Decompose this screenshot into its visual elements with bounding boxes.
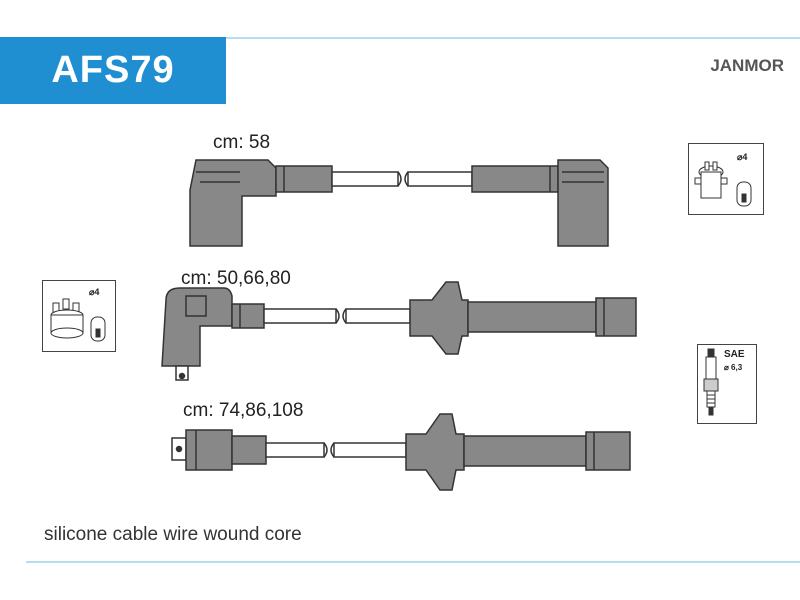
cable-2-left-wire	[263, 308, 337, 324]
spark-plug-diameter-label: ⌀ 6,3	[724, 363, 743, 372]
footer-divider	[26, 561, 800, 563]
cable-1	[189, 159, 609, 247]
part-code: AFS79	[51, 49, 175, 91]
cable-1-left-sleeve	[275, 165, 333, 193]
cable-1-right-wire	[407, 171, 473, 187]
cable-3-left-sleeve	[231, 435, 267, 465]
cable-3-right-cap	[585, 431, 631, 471]
cable-2-right-sleeve	[467, 301, 597, 333]
cable-1-right-boot	[557, 159, 609, 247]
part-code-badge: AFS79	[0, 37, 226, 104]
cable-2-right-cap	[595, 297, 637, 337]
cable-3-right-sleeve	[463, 435, 587, 467]
cable-3	[171, 413, 631, 491]
cable-1-right-sleeve	[471, 165, 559, 193]
cable-2-length-label: cm: 50,66,80	[181, 268, 291, 289]
spark-plug-standard-label: SAE	[724, 349, 745, 360]
header-divider	[226, 37, 800, 39]
cable-2-mid-wire	[345, 308, 411, 324]
cable-2-flanged-boot	[409, 281, 469, 355]
cable-1-left-boot	[189, 159, 277, 247]
spark-plug-icon-box: SAE ⌀ 6,3	[697, 344, 757, 424]
cable-2-left-sleeve	[231, 303, 265, 329]
cable-description: silicone cable wire wound core	[44, 524, 302, 545]
coil-connector-icon-box: ⌀4	[688, 143, 764, 215]
cable-2	[161, 281, 637, 381]
brand-name: JANMOR	[710, 56, 784, 75]
cable-3-left-wire	[265, 442, 325, 458]
cable-3-straight-boot	[185, 429, 233, 471]
coil-diameter-label: ⌀4	[737, 152, 748, 162]
cable-3-mid-wire	[333, 442, 407, 458]
cable-1-left-wire	[331, 171, 399, 187]
distributor-icon	[50, 298, 106, 342]
coil-icon	[694, 161, 752, 207]
spark-plug-icon	[703, 348, 719, 416]
cable-1-length-label: cm: 58	[213, 132, 271, 153]
distributor-icon-box: ⌀4	[42, 280, 116, 352]
cable-3-length-label: cm: 74,86,108	[183, 400, 304, 421]
distributor-diameter-label: ⌀4	[89, 287, 100, 297]
cable-3-flanged-boot	[405, 413, 465, 491]
